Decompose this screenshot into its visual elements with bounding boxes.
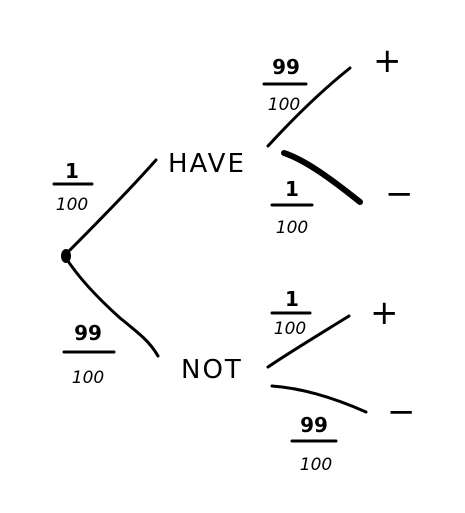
- outcome-not-minus: −: [387, 392, 416, 432]
- fraction-root-have-numerator: 1: [65, 159, 79, 183]
- branch-not-minus: [270, 384, 368, 414]
- fraction-have-minus: 1 100: [270, 177, 314, 238]
- fraction-root-have-denominator: 100: [56, 195, 88, 215]
- outcome-have-minus: −: [385, 174, 414, 214]
- fraction-have-plus-numerator: 99: [272, 55, 300, 79]
- node-label-have: HAVE: [168, 149, 246, 179]
- branch-not-plus: [266, 314, 351, 369]
- fraction-root-not: 99 100: [62, 321, 116, 388]
- outcome-not-plus: +: [370, 293, 399, 333]
- branch-have-minus: [281, 150, 363, 205]
- fraction-not-plus-numerator: 1: [285, 287, 299, 311]
- fraction-root-have: 1 100: [52, 159, 94, 215]
- branch-root-have: [64, 158, 158, 256]
- fraction-root-not-denominator: 100: [72, 368, 104, 388]
- fraction-have-minus-denominator: 100: [276, 218, 308, 238]
- fraction-have-plus-denominator: 100: [268, 95, 300, 115]
- outcome-have-plus: +: [373, 41, 402, 81]
- fraction-have-plus: 99 100: [262, 55, 308, 115]
- branch-root-not: [64, 256, 160, 358]
- fraction-root-not-numerator: 99: [74, 321, 102, 345]
- node-label-not: NOT: [181, 355, 243, 385]
- fraction-not-plus-denominator: 100: [274, 319, 306, 339]
- branch-have-plus: [266, 66, 352, 148]
- fraction-have-minus-numerator: 1: [285, 177, 299, 201]
- fraction-not-minus: 99 100: [290, 413, 338, 475]
- fraction-not-minus-numerator: 99: [300, 413, 328, 437]
- fraction-not-minus-denominator: 100: [300, 455, 332, 475]
- fraction-not-plus: 1 100: [270, 287, 312, 339]
